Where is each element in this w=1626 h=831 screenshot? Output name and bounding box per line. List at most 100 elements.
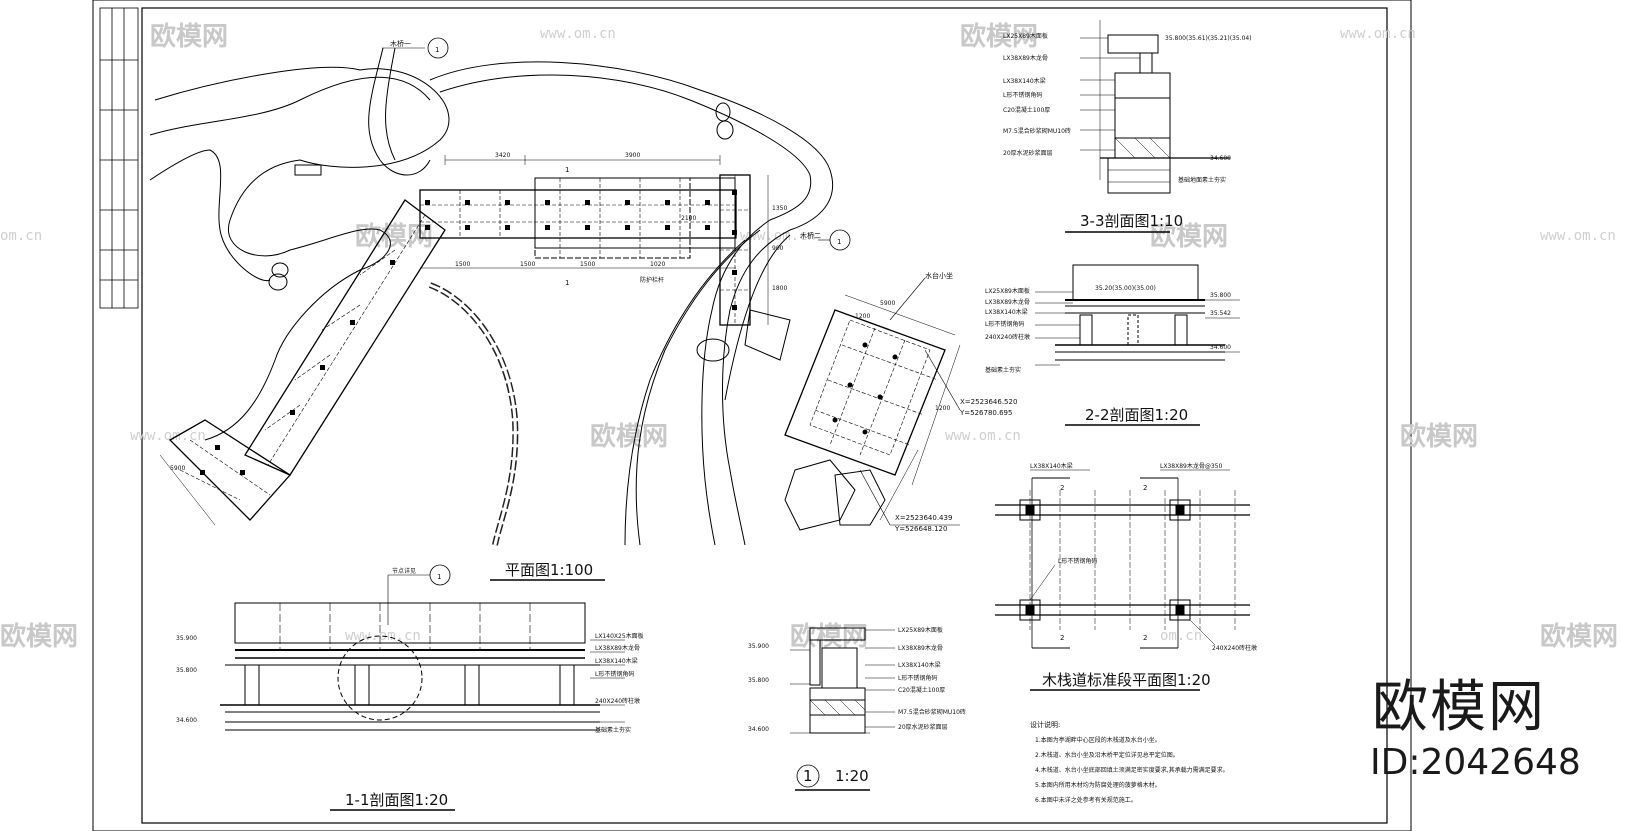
material-label: LX140X25木面板 xyxy=(595,632,644,640)
material-label: LX38X140木梁 xyxy=(1003,77,1046,85)
elevation-label: 35.542 xyxy=(1210,310,1231,317)
material-label: 240X240砖柱墩 xyxy=(985,333,1030,341)
section-1-1 xyxy=(220,564,625,731)
section-2-2-title: 2-2剖面图1:20 xyxy=(1085,406,1188,424)
brand-id: ID:2042648 xyxy=(1370,742,1581,783)
note-item: 4.木栈道、水台小坐底部回填土须满足密实度要求,其承载力需满足要求。 xyxy=(1035,766,1229,774)
label-bridge-1: 木桥一 xyxy=(390,39,411,48)
material-label: L形不锈钢角码 xyxy=(1058,557,1097,565)
material-label: L形不锈钢角码 xyxy=(985,320,1024,328)
material-label: LX38X140木梁 xyxy=(1030,462,1073,470)
material-label: LX38X89木龙骨 xyxy=(595,644,640,652)
std-plan xyxy=(995,469,1250,649)
cut-mark: 2 xyxy=(1060,484,1064,492)
dim-label: 2100 xyxy=(681,215,696,222)
plan-text: 木桥一 1 木桥二 1 水台小坐 X=2523646.520 Y=526780.… xyxy=(170,39,1017,533)
callout-label: 节点详见 xyxy=(392,567,416,575)
callout-number: 1 xyxy=(437,573,441,581)
dim-label: 1350 xyxy=(772,205,787,212)
material-label: LX25X89木面板 xyxy=(1003,32,1048,40)
coord-1-y: Y=526780.695 xyxy=(959,409,1012,417)
material-label: 基础素土夯实 xyxy=(985,366,1021,374)
watermark-url: www.om.cn xyxy=(740,228,816,244)
material-label: 基础地面素土夯实 xyxy=(1178,176,1226,184)
material-label: 240X240砖柱墩 xyxy=(595,697,640,705)
dim-label: 1500 xyxy=(520,261,535,268)
dim-label: 3420 xyxy=(495,152,510,159)
section-2-2-text: LX25X89木面板 LX38X89木龙骨 LX38X140木梁 L形不锈钢角码… xyxy=(985,285,1231,374)
elevation-label: 34.600 xyxy=(748,726,769,733)
elevation-label: 35.800(35.61)(35.21)(35.04) xyxy=(1165,35,1252,42)
material-label: LX25X89木面板 xyxy=(898,626,943,634)
watermark: 欧模网 xyxy=(355,221,433,252)
material-label: C20混凝土100厚 xyxy=(1003,106,1050,114)
inner-frame xyxy=(141,7,1388,824)
plan-title: 平面图1:100 xyxy=(505,561,593,579)
section-1-1-title: 1-1剖面图1:20 xyxy=(345,791,448,809)
label-guard: 防护栏杆 xyxy=(640,276,664,284)
elevation-label: 34.600 xyxy=(1210,155,1231,162)
detail-1-title: 1:20 xyxy=(835,767,869,785)
watermark: 欧模网 xyxy=(0,621,78,652)
watermark: 欧模网 xyxy=(590,421,668,452)
std-plan-title: 木栈道标准段平面图1:20 xyxy=(1042,671,1211,689)
note-item: 1.本图为亭湖畔中心区段的木栈道及水台小坐。 xyxy=(1035,736,1161,744)
callout-number: 1 xyxy=(435,46,439,54)
watermarks: 欧模网 欧模网 欧模网 欧模网 欧模网 欧模网 欧模网 欧模网 欧模网 www.… xyxy=(0,21,1618,652)
label-bridge-2: 木桥二 xyxy=(800,231,821,240)
std-plan-text: LX38X140木梁 LX38X89木龙骨@350 L形不锈钢角码 240X24… xyxy=(1030,462,1257,652)
elevation-label: 35.20(35.00)(35.00) xyxy=(1095,285,1156,292)
watermark: 欧模网 xyxy=(790,621,868,652)
detail-1-text: 35.900 35.800 34.600 LX25X89木面板 LX38X89木… xyxy=(748,626,966,785)
dim-label: 900 xyxy=(772,245,784,252)
callout-number: 1 xyxy=(837,238,841,246)
watermark: 欧模网 xyxy=(1150,221,1228,252)
elevation-label: 35.900 xyxy=(176,635,197,642)
plan-view xyxy=(149,37,961,546)
material-label: LX38X89木龙骨 xyxy=(985,298,1030,306)
cut-mark: 2 xyxy=(1143,634,1147,642)
elevation-label: 35.800 xyxy=(748,677,769,684)
watermark: 欧模网 xyxy=(1540,621,1618,652)
material-label: L形不锈钢角码 xyxy=(898,674,937,682)
elevation-label: 34.600 xyxy=(176,717,197,724)
label-platform: 水台小坐 xyxy=(925,271,953,280)
dim-label: 1500 xyxy=(580,261,595,268)
watermark: 欧模网 xyxy=(150,21,228,52)
watermark: 欧模网 xyxy=(1400,421,1478,452)
dim-label: 1200 xyxy=(855,313,870,320)
cut-mark: 2 xyxy=(1143,484,1147,492)
dim-label: 1500 xyxy=(455,261,470,268)
coord-1-x: X=2523646.520 xyxy=(960,398,1017,406)
material-label: LX38X89木龙骨@350 xyxy=(1160,462,1222,470)
design-notes: 设计说明: 1.本图为亭湖畔中心区段的木栈道及水台小坐。 2.木栈道、水台小坐及… xyxy=(1030,720,1229,804)
material-label: LX38X140木梁 xyxy=(985,308,1028,316)
watermark-url: om.cn xyxy=(1160,628,1202,644)
dim-label: 5900 xyxy=(170,465,185,472)
watermark-url: www.om.cn xyxy=(1540,228,1616,244)
dim-label: 3900 xyxy=(625,152,640,159)
outer-frame xyxy=(92,0,1412,831)
watermark-url: om.cn xyxy=(0,228,42,244)
coord-2-x: X=2523640.439 xyxy=(895,514,952,522)
section-mark: 1 xyxy=(565,166,569,174)
section-3-3-title: 3-3剖面图1:10 xyxy=(1080,212,1183,230)
material-label: LX38X140木梁 xyxy=(595,657,638,665)
detail-number: 1 xyxy=(803,767,813,785)
material-label: C20混凝土100厚 xyxy=(898,686,945,694)
elevation-label: 35.800 xyxy=(1210,292,1231,299)
cut-mark: 2 xyxy=(1060,634,1064,642)
watermark-url: www.om.cn xyxy=(130,428,206,444)
material-label: LX38X89木龙骨 xyxy=(1003,54,1048,62)
watermark: 欧模网 xyxy=(960,21,1038,52)
elevation-label: 35.900 xyxy=(748,643,769,650)
title-strip xyxy=(99,7,139,309)
watermark-url: www.om.cn xyxy=(1340,26,1416,42)
note-item: 2.木栈道、水台小坐及沿木桥平定位详见总平定位图。 xyxy=(1035,751,1179,759)
material-label: L形不锈钢角码 xyxy=(595,670,634,678)
dim-label: 1800 xyxy=(772,285,787,292)
dim-label: 5900 xyxy=(880,300,895,307)
elevation-label: 35.800 xyxy=(176,667,197,674)
